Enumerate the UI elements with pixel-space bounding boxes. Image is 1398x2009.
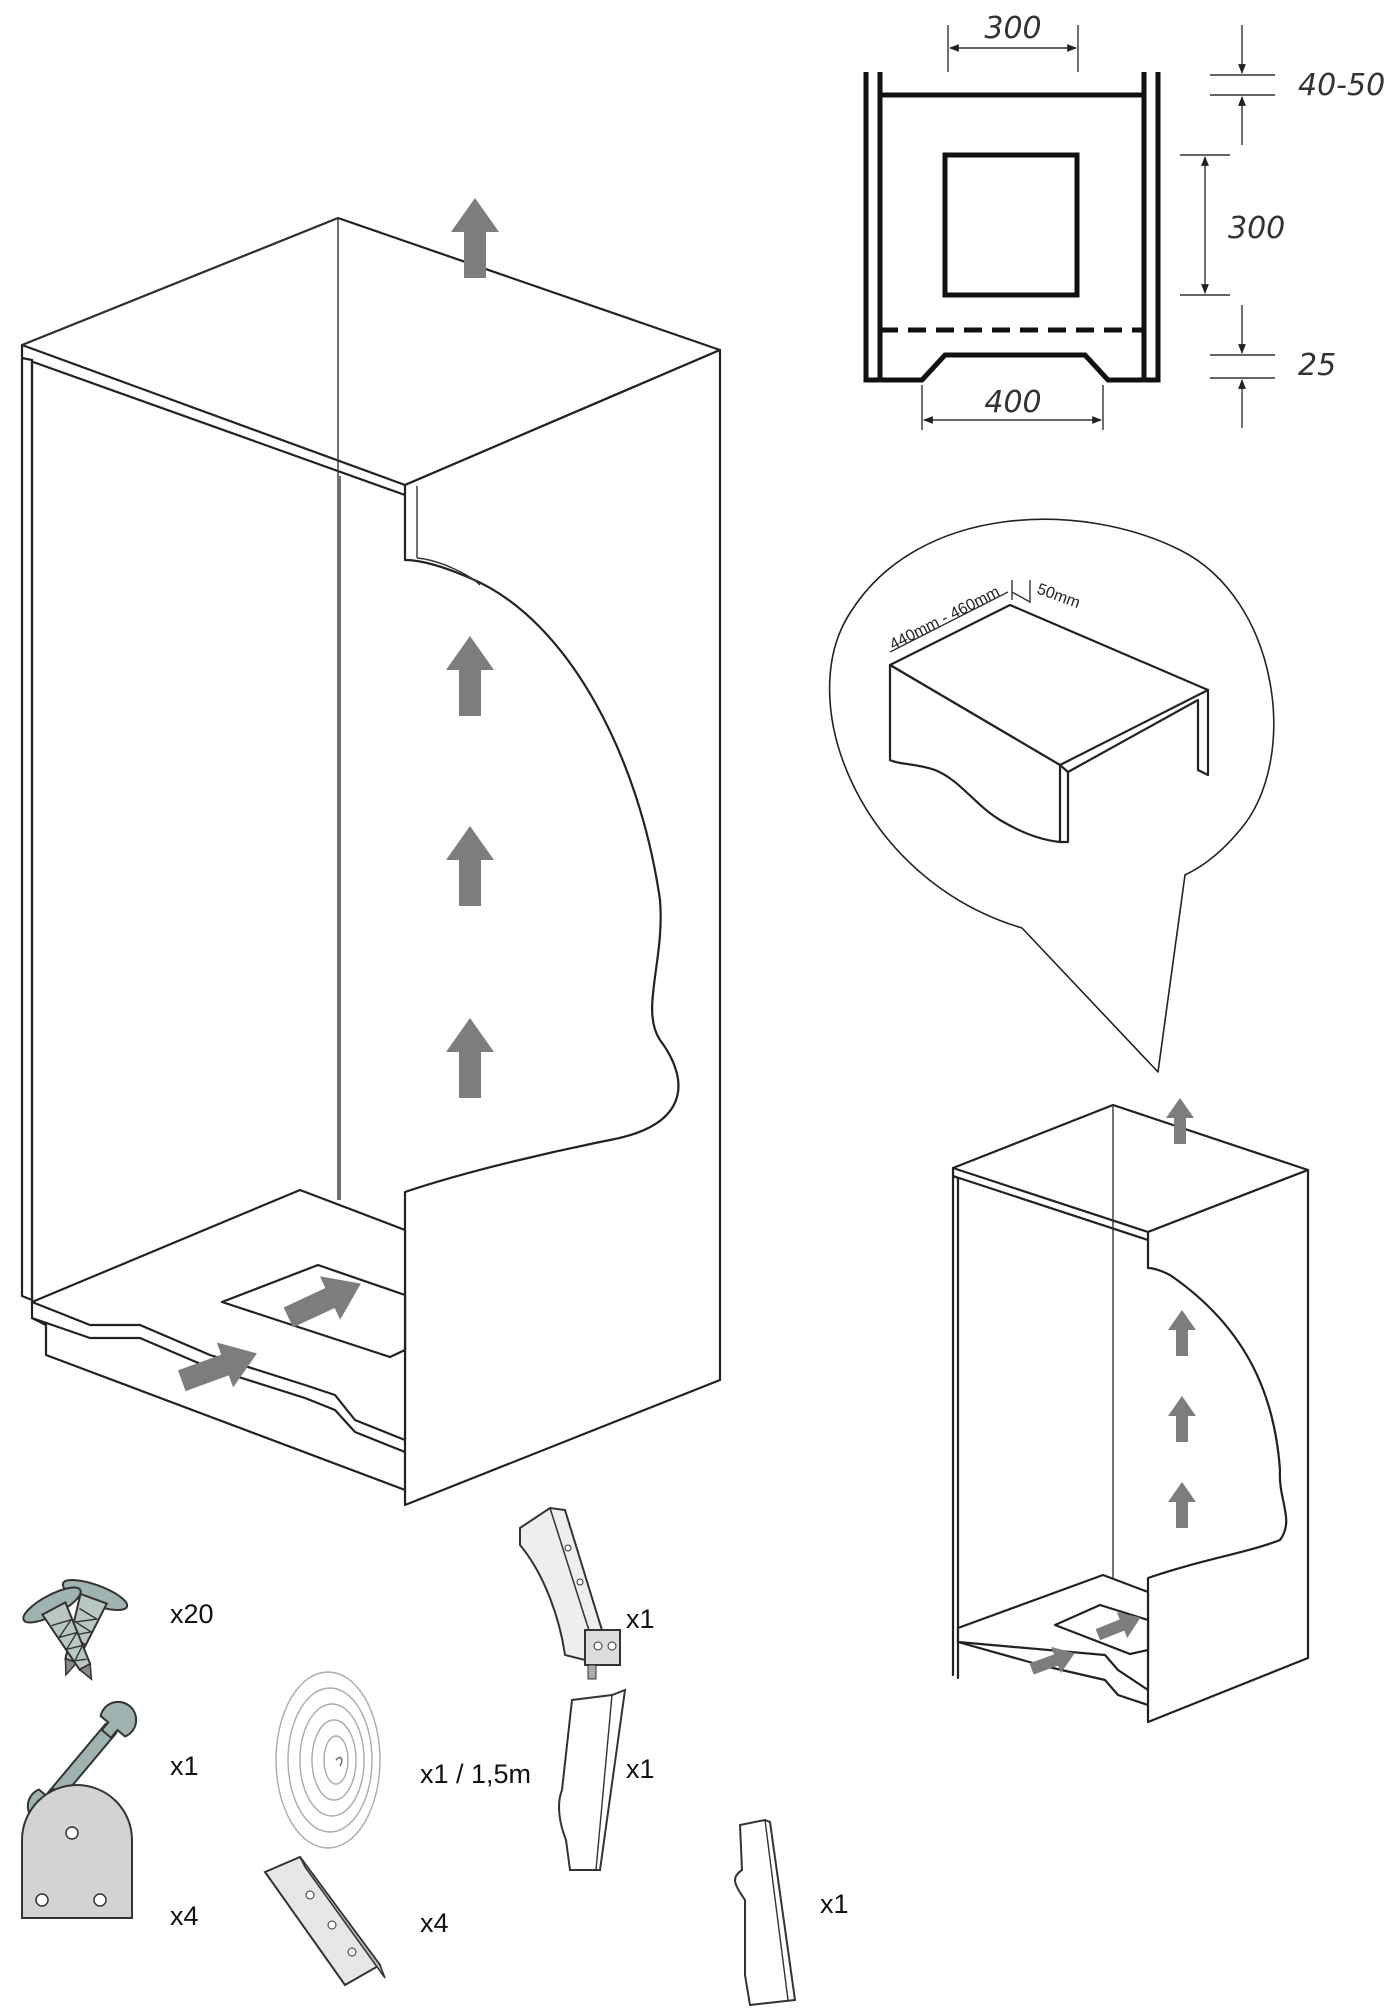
screw-icon: [22, 1579, 129, 1681]
dim-bottom-width: 400: [984, 385, 1041, 420]
qty-narrow-baffle-plate: x1: [820, 1889, 849, 1919]
cabinet-right-panel: [403, 348, 722, 1507]
narrow-baffle-plate-icon: [734, 1818, 797, 2007]
up-arrow-icon: [446, 826, 494, 906]
up-arrow-icon: [446, 1018, 494, 1098]
qty-flat-baffle-plate: x1: [626, 1754, 655, 1784]
small-cabinet: [951, 1098, 1310, 1724]
dim-window-height: 300: [1228, 211, 1285, 246]
baffle-bracket-icon: [519, 1506, 621, 1680]
up-arrow-icon: [1168, 1396, 1196, 1442]
sealing-rope-icon: [275, 1671, 381, 1849]
main-cabinet: [20, 198, 722, 1507]
up-arrow-icon: [1168, 1310, 1196, 1356]
dim-bottom-gap: 25: [1298, 348, 1336, 383]
cabinet-bottom-shelf: [30, 1188, 407, 1442]
angle-bracket-icon: [263, 1855, 386, 1987]
cabinet-left-panel: [20, 356, 34, 1302]
flat-baffle-plate-icon: [558, 1688, 627, 1871]
qty-screws: x20: [170, 1599, 214, 1629]
qty-sealing-rope: x1 / 1,5m: [420, 1759, 531, 1789]
opening-dimension-diagram: 300 40-50 300 25 400: [863, 11, 1385, 430]
dim-top-width: 300: [984, 11, 1041, 46]
up-arrow-icon: [446, 636, 494, 716]
qty-angle-bracket: x4: [420, 1908, 449, 1938]
mounting-plate-icon: [21, 1784, 133, 1919]
up-arrow-icon: [1168, 1482, 1196, 1528]
detail-callout: 440mm - 460mm 50mm: [828, 518, 1275, 1073]
qty-wrench: x1: [170, 1751, 199, 1781]
parts-list: x20 x1 x4 x1 / 1,5m: [21, 1506, 849, 2007]
flue-window: [942, 152, 1080, 298]
dim-top-gap: 40-50: [1298, 68, 1385, 103]
qty-mounting-plate: x4: [170, 1901, 199, 1931]
qty-baffle-bracket: x1: [626, 1604, 655, 1634]
